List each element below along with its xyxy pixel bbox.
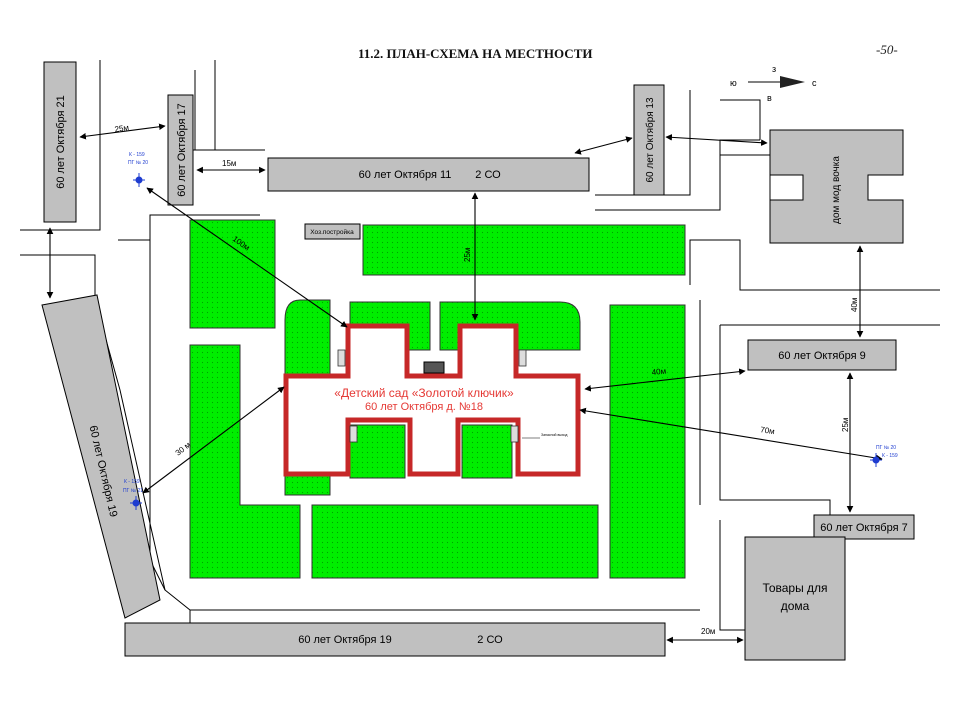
label-oct17: 60 лет Октября 17 (176, 103, 188, 197)
hydrant-3-k: К - 159 (882, 453, 898, 459)
building-oct9 (747, 339, 897, 371)
label-shop-line2: дома (781, 599, 810, 613)
hydrant-2-k: К - 159 (124, 479, 140, 485)
label-oct21: 60 лет Октября 21 (55, 95, 67, 189)
kindergarten-building: «Детский сад «Золотой ключик» 60 лет Окт… (283, 323, 581, 477)
label-oct19-note: 2 СО (477, 634, 503, 646)
compass-west: ю (730, 78, 737, 88)
compass-north: з (772, 64, 776, 74)
building-dom-mod (769, 129, 904, 244)
shed-label: Хоз.постройка (310, 228, 354, 236)
label-oct7: 60 лет Октября 7 (820, 522, 907, 534)
label-oct19-bottom: 60 лет Октября 19 (298, 634, 392, 646)
label-oct13: 60 лет Октября 13 (644, 97, 656, 183)
kindergarten-address: 60 лет Октября д. №18 (365, 401, 483, 413)
hydrant-1: К - 159 ПГ № 20 (128, 152, 148, 187)
distance-arrows (46, 123, 883, 644)
label-oct11: 60 лет Октября 11 (359, 169, 452, 181)
map-title: 11.2. ПЛАН-СХЕМА НА МЕСТНОСТИ (358, 46, 593, 61)
building-oct21 (43, 61, 77, 223)
hydrant-2: К - 159 ПГ № 21 (123, 479, 143, 510)
distance-25m-right: 25м (841, 418, 850, 432)
label-dom-mod: дом мод вочка (831, 156, 842, 224)
building-shop (744, 536, 846, 661)
hydrant-3: ПГ № 20 К - 159 (870, 445, 898, 467)
distance-40m: 40м (651, 367, 666, 377)
compass-east: с (812, 78, 817, 88)
distance-70m: 70м (760, 425, 776, 436)
building-oct13 (633, 84, 665, 196)
distance-40m-vertical: 40м (850, 298, 859, 312)
page-number: -50- (876, 42, 898, 57)
label-shop-line1: Товары для (762, 581, 827, 595)
hydrant-1-k: К - 159 (129, 152, 145, 158)
kindergarten-small-label: Запасной выход (541, 433, 567, 437)
building-oct7 (813, 514, 915, 540)
residential-buildings (41, 61, 915, 661)
kindergarten-name: «Детский сад «Золотой ключик» (334, 386, 514, 400)
hydrant-1-pg: ПГ № 20 (128, 160, 148, 166)
compass-rose: з в ю с (730, 64, 817, 103)
distance-25m-vertical: 25м (463, 248, 472, 262)
building-oct19-bottom (124, 622, 666, 657)
hydrant-2-pg: ПГ № 21 (123, 488, 143, 494)
building-oct11 (267, 157, 590, 192)
building-oct19-left (41, 294, 161, 619)
distance-20m: 20м (701, 627, 715, 636)
distance-15m: 15м (222, 159, 236, 168)
hydrant-3-pg: ПГ № 20 (876, 445, 896, 451)
entrance-porch (423, 361, 445, 374)
label-oct11-note: 2 СО (475, 169, 501, 181)
stairs (337, 349, 527, 443)
building-oct17 (167, 94, 194, 206)
distance-25m-top: 25м (114, 123, 130, 134)
compass-south: в (767, 93, 772, 103)
label-oct9: 60 лет Октября 9 (778, 350, 865, 362)
